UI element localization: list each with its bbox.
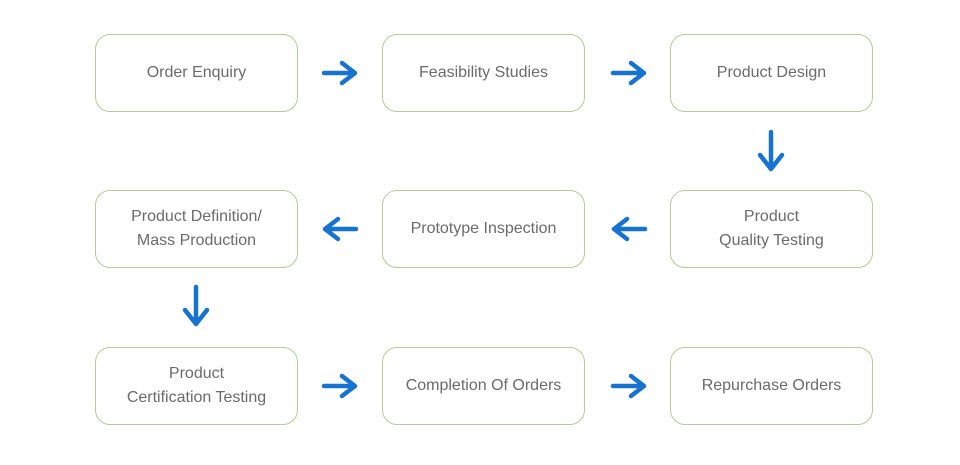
flow-node-prototype-inspection: Prototype Inspection — [382, 190, 585, 268]
flow-node-product-definition-mass-production: Product Definition/ Mass Production — [95, 190, 298, 268]
arrow-left-icon — [610, 215, 648, 243]
arrow-left-icon — [321, 215, 359, 243]
flow-node-label: Feasibility Studies — [419, 64, 548, 81]
arrow-down-icon — [181, 284, 211, 328]
flow-node-feasibility-studies: Feasibility Studies — [382, 34, 585, 112]
flow-node-repurchase-orders: Repurchase Orders — [670, 347, 873, 425]
arrow-right-icon — [321, 372, 359, 400]
arrow-right-icon — [610, 59, 648, 87]
flow-node-label: Product Quality Testing — [719, 208, 824, 249]
arrow-right-icon — [610, 372, 648, 400]
arrow-right-icon — [321, 59, 359, 87]
flow-node-label: Order Enquiry — [146, 64, 247, 81]
flow-node-label: Repurchase Orders — [701, 377, 842, 394]
flow-node-product-quality-testing: Product Quality Testing — [670, 190, 873, 268]
arrow-down-icon — [756, 129, 786, 173]
flow-node-label: Completion Of Orders — [405, 377, 562, 394]
flow-node-completion-of-orders: Completion Of Orders — [382, 347, 585, 425]
flow-node-label: Product Design — [716, 64, 827, 81]
flow-node-label: Product Certification Testing — [126, 365, 267, 406]
flow-node-product-design: Product Design — [670, 34, 873, 112]
flow-node-label: Product Definition/ Mass Production — [131, 208, 262, 249]
flow-node-label: Prototype Inspection — [410, 220, 557, 237]
flow-node-order-enquiry: Order Enquiry — [95, 34, 298, 112]
flow-node-product-certification-testing: Product Certification Testing — [95, 347, 298, 425]
